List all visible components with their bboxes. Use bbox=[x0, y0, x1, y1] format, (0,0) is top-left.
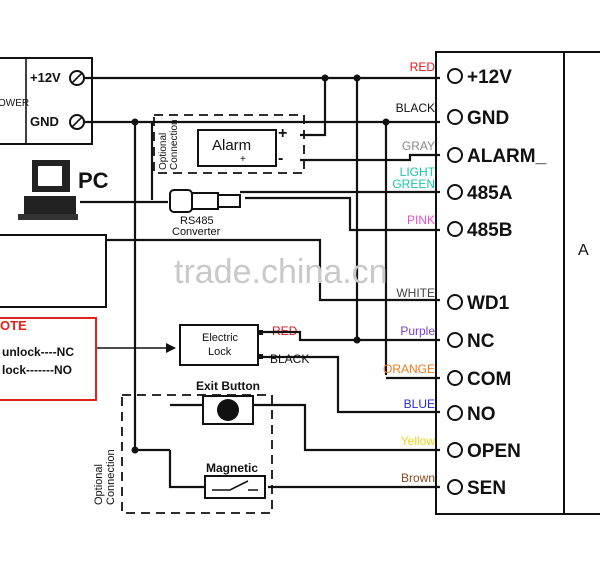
terminal-name: ALARM_ bbox=[467, 146, 547, 167]
magnetic-switch-icon bbox=[212, 480, 258, 491]
electric-lock-line1: Electric bbox=[202, 332, 239, 344]
terminal-screw-icon bbox=[447, 405, 463, 421]
power-plus12v-label: +12V bbox=[30, 70, 61, 85]
terminal-screw-icon bbox=[447, 184, 463, 200]
alarm-inner-plus: + bbox=[240, 154, 246, 165]
wires bbox=[80, 74, 440, 489]
terminal-name: NO bbox=[467, 404, 496, 425]
note-line-1: unlock----NC bbox=[2, 345, 74, 359]
exit-button-icon bbox=[217, 399, 239, 421]
watermark-text: trade.china.cn bbox=[174, 253, 388, 291]
terminal-screw-icon bbox=[447, 370, 463, 386]
power-gnd-label: GND bbox=[30, 114, 59, 129]
pc-label: PC bbox=[78, 168, 109, 193]
note-box: OTE unlock----NC lock-------NO bbox=[0, 317, 97, 401]
rs485-label-line2: Converter bbox=[172, 226, 221, 238]
controller-side-label: A bbox=[578, 242, 589, 259]
magnetic-label: Magnetic bbox=[206, 461, 258, 475]
terminal-wd1: WD1 WHITE bbox=[396, 286, 509, 314]
terminal-sen: SEN Brown bbox=[401, 471, 506, 499]
terminal-name: SEN bbox=[467, 478, 506, 499]
terminal-open: OPEN Yellow bbox=[401, 434, 521, 462]
terminal-name: COM bbox=[467, 369, 511, 390]
controller-body bbox=[435, 51, 567, 515]
alarm-plus-sign: + bbox=[278, 125, 287, 142]
terminal-name: WD1 bbox=[467, 293, 510, 314]
wire-color-label: ORANGE bbox=[383, 362, 435, 376]
controller-side-panel bbox=[563, 51, 600, 515]
terminal-485b: 485B PINK bbox=[407, 213, 512, 241]
electric-lock: Electric Lock RED BLACK bbox=[179, 324, 309, 366]
wire-color-label: Purple bbox=[400, 324, 435, 338]
note-border bbox=[0, 317, 97, 401]
wire-color-label: BLACK bbox=[396, 101, 435, 115]
terminal-screw-icon bbox=[447, 332, 463, 348]
lock-black-label: BLACK bbox=[270, 352, 309, 366]
terminal-name: 485B bbox=[467, 220, 512, 241]
alarm-label: Alarm bbox=[212, 137, 251, 154]
terminal-name: NC bbox=[467, 331, 495, 352]
optional-connection-bottom-label: Optional Connection bbox=[93, 449, 117, 505]
terminal-alarm: ALARM_ GRAY bbox=[402, 139, 547, 167]
terminal-nc: NC Purple bbox=[400, 324, 494, 352]
wire-color-label: BLUE bbox=[404, 397, 435, 411]
note-line-2: lock-------NO bbox=[2, 363, 72, 377]
wire-color-label: Yellow bbox=[401, 434, 436, 448]
arrow-head-icon bbox=[166, 343, 176, 353]
rs485-label-line1: RS485 bbox=[180, 215, 214, 227]
terminal-12v: +12V RED bbox=[410, 60, 513, 88]
optional-connection-alarm-label: Optional Connection bbox=[158, 119, 180, 170]
terminal-name: 485A bbox=[467, 183, 513, 204]
wire-color-label: WHITE bbox=[396, 286, 435, 300]
terminal-name: GND bbox=[467, 108, 509, 129]
exit-button-label: Exit Button bbox=[196, 379, 260, 393]
terminal-screw-icon bbox=[447, 294, 463, 310]
terminal-name: +12V bbox=[467, 67, 512, 88]
wire-color-label: GRAY bbox=[402, 139, 435, 153]
wire-color-label: RED bbox=[410, 60, 436, 74]
optional-bottom-area: Optional Connection Exit Button Magnetic bbox=[93, 379, 273, 514]
terminal-name: OPEN bbox=[467, 441, 521, 462]
electric-lock-line2: Lock bbox=[208, 346, 232, 358]
electric-lock-body bbox=[179, 324, 259, 366]
terminal-screw-icon bbox=[447, 479, 463, 495]
terminal-no: NO BLUE bbox=[404, 397, 496, 425]
pc-icon bbox=[18, 160, 78, 220]
terminal-gnd: GND BLACK bbox=[396, 101, 510, 129]
terminal-screw-icon bbox=[447, 221, 463, 237]
power-supply-label: OWER bbox=[0, 98, 29, 109]
alarm-minus-sign: - bbox=[278, 150, 283, 167]
terminal-screw-icon bbox=[447, 147, 463, 163]
terminal-screw-icon bbox=[447, 109, 463, 125]
reader-device bbox=[0, 234, 107, 308]
alarm-box bbox=[197, 129, 277, 167]
optional-alarm-area: Optional Connection Alarm + + - bbox=[153, 114, 305, 174]
terminal-com: COM ORANGE bbox=[383, 362, 511, 390]
wire-color-label: Brown bbox=[401, 471, 435, 485]
wire-color-label: PINK bbox=[407, 213, 435, 227]
terminal-screw-icon bbox=[447, 442, 463, 458]
optional-bottom-dashed-box bbox=[121, 394, 273, 514]
terminal-screw-icon bbox=[447, 68, 463, 84]
optional-alarm-dashed-box bbox=[153, 114, 305, 174]
note-title: OTE bbox=[0, 318, 27, 333]
power-supply: OWER +12V GND bbox=[0, 57, 93, 145]
rs485-converter: RS485 Converter bbox=[169, 189, 241, 238]
controller-unit: A bbox=[435, 51, 600, 515]
